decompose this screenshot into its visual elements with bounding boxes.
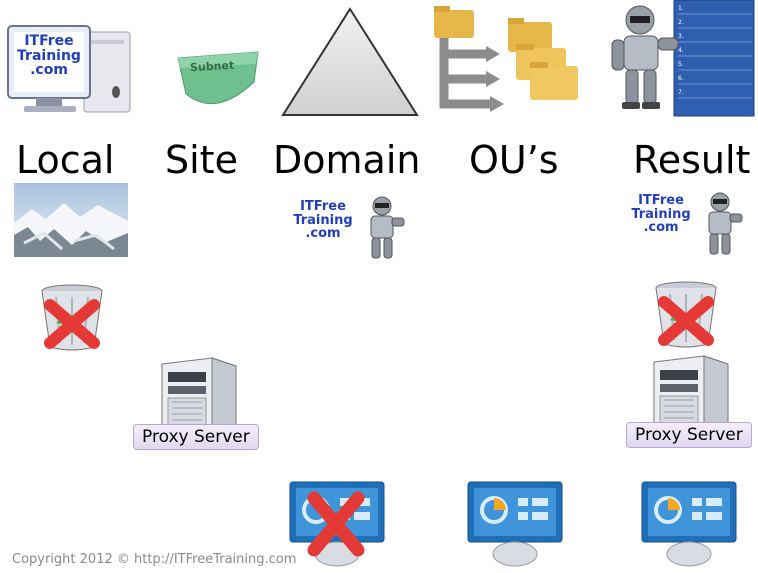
checklist-number: 2. [678,19,684,26]
logo-line1: ITFree [638,193,684,208]
logo-line2: Training [631,206,691,222]
checklist-number: 6. [678,75,684,82]
column-label-result: Result [633,138,751,182]
logo-line2: Training [17,47,81,64]
result-checklist-icon [672,0,758,118]
control-panel-icon [466,480,564,568]
local-computer-icon [6,22,136,122]
checklist-number: 3. [678,33,684,40]
logo-line3: .com [643,220,679,236]
checklist-number: 4. [678,47,684,54]
logo-line1: ITFree [300,199,346,214]
column-label-domain: Domain [273,138,421,182]
ou-folder-tree-icon [430,4,580,114]
checklist-number: 1. [678,5,684,12]
column-label-local: Local [16,138,115,182]
proxy-server-label: Proxy Server [133,424,259,450]
robot-icon [610,4,680,110]
logo-line1: ITFree [24,33,74,49]
server-tower-icon [158,356,240,436]
control-panel-removed-icon [288,480,386,568]
recycle-bin-removed-icon [36,283,108,353]
domain-logo-text: ITFree Training .com [292,200,354,241]
mountain-wallpaper-image [14,183,128,257]
recycle-bin-removed-icon [650,280,722,350]
result-logo-text: ITFree Training .com [630,194,692,235]
checklist-number: 7. [678,89,684,96]
column-label-site: Site [165,138,238,182]
subnet-icon [176,48,260,112]
subnet-label: Subnet [189,58,235,75]
logo-line3: .com [30,62,68,79]
checklist-numbers: 1. 2. 3. 4. 5. 6. 7. [678,2,684,100]
domain-robot-icon [362,196,406,262]
control-panel-icon [640,480,738,568]
result-robot-icon [700,192,744,258]
logo-line3: .com [305,226,341,242]
domain-triangle-icon [280,6,420,118]
column-label-ous: OU’s [469,138,559,182]
copyright-text: Copyright 2012 © http://ITFreeTraining.c… [12,552,297,567]
local-logo-text: ITFree Training .com [14,34,84,78]
proxy-server-label: Proxy Server [626,422,752,448]
logo-line2: Training [293,212,353,228]
checklist-number: 5. [678,61,684,68]
